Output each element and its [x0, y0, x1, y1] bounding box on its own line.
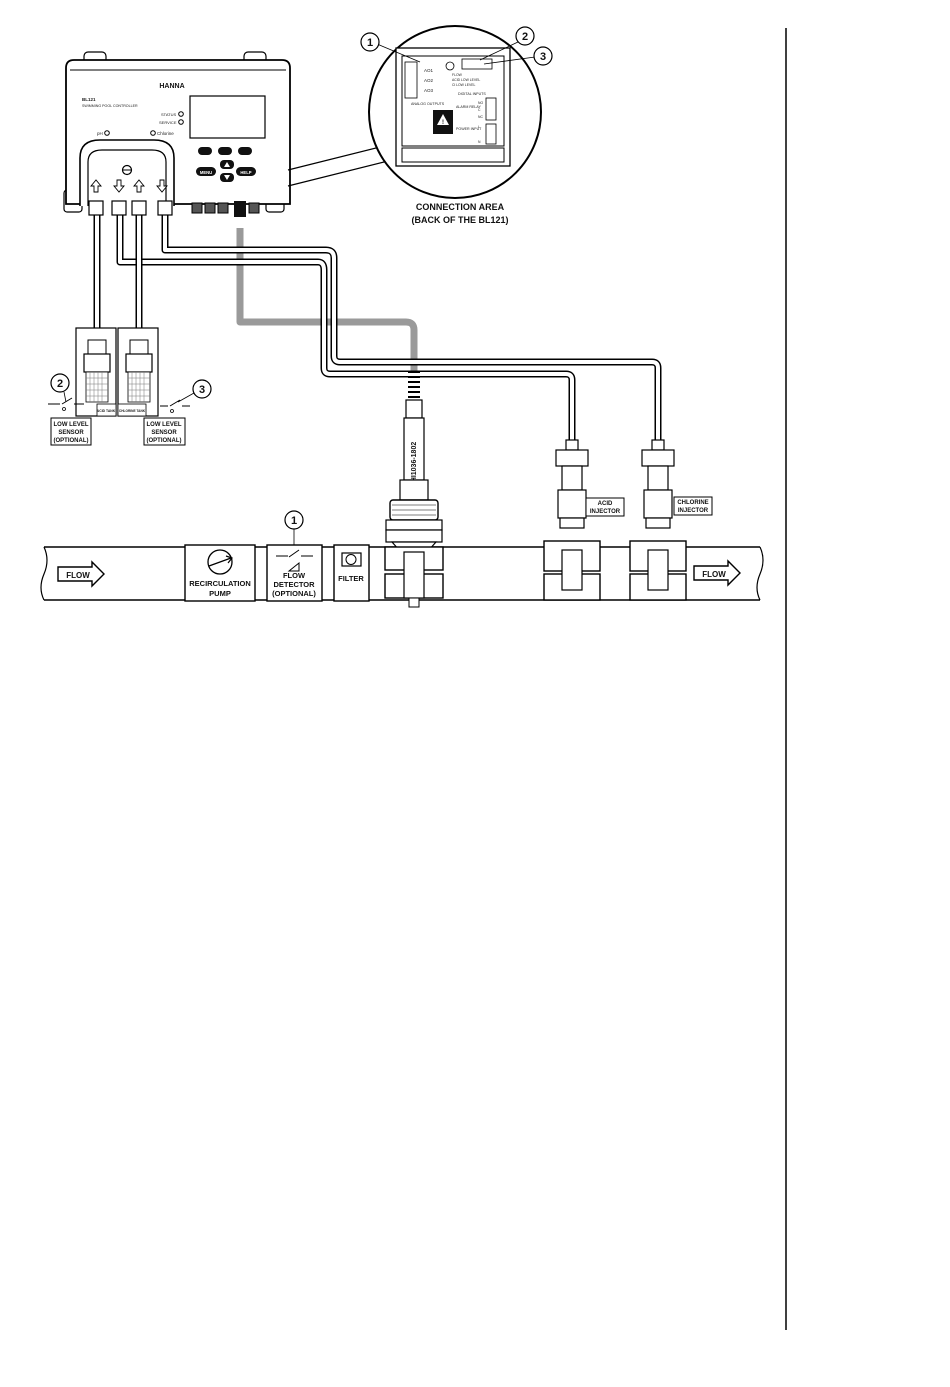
svg-text:SENSOR: SENSOR — [151, 430, 177, 436]
pipeline: FLOW FLOW RECIRCULATION PUMP FLOW DETECT… — [40, 439, 764, 608]
service-led — [178, 119, 184, 125]
flow-switch-icon — [287, 561, 300, 572]
ph-label: pH — [97, 131, 103, 136]
low-level-sensor-right: 3 LOW LEVEL SENSOR (OPTIONAL) — [143, 379, 212, 446]
flow-input-label: FLOW — [452, 73, 463, 77]
keypad-button-1[interactable] — [198, 147, 212, 155]
svg-text:2: 2 — [57, 378, 63, 390]
bl121-controller: HANNA BL121 SWIMMING POOL CONTROLLER STA… — [63, 51, 291, 217]
callout-2-top — [515, 26, 535, 46]
svg-text:LOW LEVEL: LOW LEVEL — [147, 422, 182, 428]
svg-text:DETECTOR: DETECTOR — [273, 580, 315, 589]
relay-c-label: C — [478, 108, 481, 112]
alarm-relay-label: ALARM RELAY — [456, 105, 482, 109]
flow-arrow-right — [693, 559, 741, 587]
model-label: BL121 — [82, 97, 96, 102]
svg-text:INJECTOR: INJECTOR — [678, 508, 709, 514]
pump-arrows — [90, 179, 168, 193]
svg-text:1: 1 — [291, 515, 297, 527]
svg-text:1: 1 — [367, 37, 373, 49]
svg-text:PUMP: PUMP — [209, 589, 231, 598]
svg-text:(OPTIONAL): (OPTIONAL) — [147, 438, 182, 444]
keypad-button-3[interactable] — [238, 147, 252, 155]
low-level-sensor-left: 2 LOW LEVEL SENSOR (OPTIONAL) — [48, 373, 92, 446]
callout-2-tank — [50, 373, 70, 393]
svg-text:LOW LEVEL: LOW LEVEL — [54, 422, 89, 428]
tubing — [93, 215, 662, 446]
power-n-label: N — [478, 140, 481, 144]
digital-inputs-label: DIGITAL INPUTS — [458, 92, 486, 96]
chlorine-injector: CHLORINE INJECTOR — [629, 439, 713, 601]
callout-3-top — [533, 46, 553, 66]
svg-text:2: 2 — [522, 31, 528, 43]
svg-text:FILTER: FILTER — [338, 574, 364, 583]
svg-text:(OPTIONAL): (OPTIONAL) — [54, 438, 89, 444]
probe-cable — [236, 228, 418, 372]
status-led — [178, 111, 184, 117]
chlorine-tank-label: CHLORINE TANK — [119, 409, 146, 413]
callout-3-tank — [192, 379, 212, 399]
ao2-label: AO2 — [424, 78, 434, 83]
service-label: SERVICE — [159, 120, 177, 125]
flow-left-label: FLOW — [66, 571, 90, 580]
ao3-label: AO3 — [424, 88, 434, 93]
probe-tee — [384, 529, 444, 608]
warning-triangle-icon — [437, 114, 449, 125]
ao1-label: AO1 — [424, 68, 434, 73]
flow-arrow-left — [57, 560, 105, 588]
status-label: STATUS — [161, 112, 177, 117]
svg-text:SENSOR: SENSOR — [58, 430, 84, 436]
flow-detector — [266, 544, 323, 602]
relay-nc-label: NC — [478, 115, 483, 119]
analog-outputs-label: ANALOG OUTPUTS — [411, 102, 445, 106]
svg-text:!: ! — [442, 120, 444, 126]
ph-led — [104, 130, 110, 136]
acid-injector: ACID INJECTOR — [543, 439, 625, 601]
acid-low-level-label: ACID LOW LEVEL — [452, 78, 480, 82]
power-input-label: POWER INPUT — [456, 127, 482, 131]
svg-text:FLOW: FLOW — [283, 571, 306, 580]
chlorine-label: Chlorine — [157, 131, 174, 136]
help-button[interactable] — [236, 167, 256, 176]
power-l-label: L — [478, 125, 480, 129]
controller-display — [189, 95, 266, 139]
flow-right-label: FLOW — [702, 570, 726, 579]
relay-no-label: NO — [478, 101, 483, 105]
svg-text:(OPTIONAL): (OPTIONAL) — [272, 589, 316, 598]
connection-area-title: CONNECTION AREA — [416, 202, 505, 212]
help-button-label: HELP — [240, 170, 251, 175]
svg-text:INJECTOR: INJECTOR — [590, 509, 621, 515]
svg-text:RECIRCULATION: RECIRCULATION — [189, 579, 251, 588]
connection-area-subtitle: (BACK OF THE BL121) — [411, 215, 508, 225]
acid-tank: ACID TANK — [75, 327, 117, 417]
top-callouts: 1 2 3 — [360, 26, 553, 66]
menu-button[interactable] — [196, 167, 216, 176]
menu-button-label: MENU — [200, 170, 212, 175]
acid-tank-label: ACID TANK — [97, 409, 116, 413]
brand-logo: HANNA — [159, 83, 184, 90]
svg-text:CHLORINE: CHLORINE — [677, 500, 708, 506]
probe-label: HI1036-1802 — [411, 442, 418, 483]
subtitle-label: SWIMMING POOL CONTROLLER — [82, 104, 138, 108]
connection-area-callout: AO1 AO2 AO3 ANALOG OUTPUTS FLOW ACID LOW… — [287, 25, 542, 225]
ph-orp-probe: HI1036-1802 — [385, 371, 443, 531]
cl-low-level-label: Cl LOW LEVEL — [452, 83, 475, 87]
callout-1-top — [360, 32, 380, 52]
chlorine-tank: CHLORINE TANK — [117, 327, 159, 417]
chlorine-led — [150, 130, 156, 136]
callout-1-pipe — [284, 510, 304, 530]
svg-text:3: 3 — [540, 51, 546, 63]
keypad-button-2[interactable] — [218, 147, 232, 155]
bottom-connectors — [88, 200, 260, 217]
svg-text:ACID: ACID — [598, 501, 613, 507]
up-arrow-icon — [224, 162, 230, 167]
down-arrow-icon — [224, 175, 230, 180]
svg-text:3: 3 — [199, 384, 205, 396]
